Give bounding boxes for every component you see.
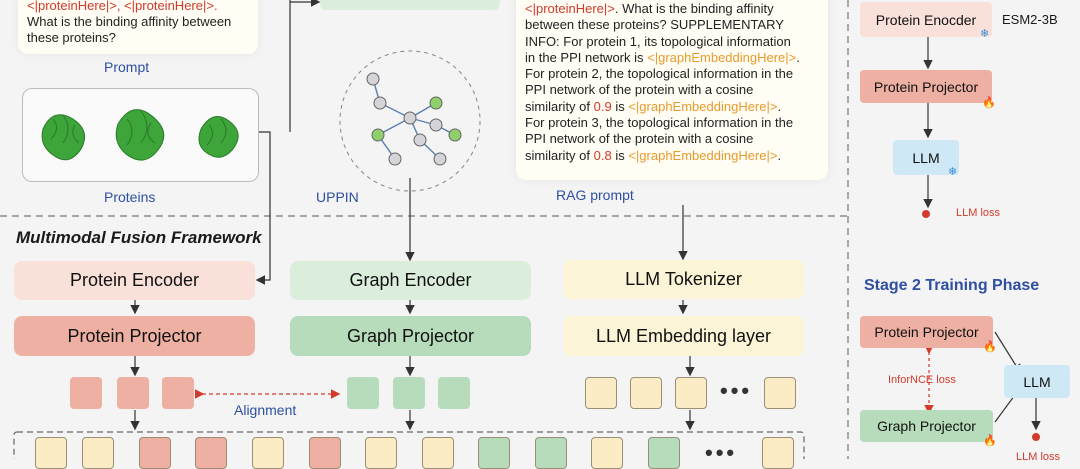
rag-protein-token: <|proteinHere|> xyxy=(525,1,615,16)
fused-token xyxy=(139,437,171,469)
text-token xyxy=(675,377,707,409)
protein-encoder-box: Protein Encoder xyxy=(14,261,255,300)
fused-token xyxy=(478,437,510,469)
rag-line-7-mid: is xyxy=(611,98,629,114)
rag-similarity-1: 0.9 xyxy=(593,98,612,114)
rag-line-8: For protein 3, the topological informati… xyxy=(525,115,794,131)
stage1-esm-label: ESM2-3B xyxy=(1002,12,1058,27)
stage1-llm: LLM xyxy=(893,140,959,175)
rag-caption: RAG prompt xyxy=(556,187,634,203)
rag-line-4: in the PPI network is xyxy=(525,49,648,65)
proteins-panel xyxy=(22,88,259,182)
fire-icon: 🔥 xyxy=(982,97,996,109)
rag-line-10-end: . xyxy=(777,147,782,163)
graph-token xyxy=(347,377,379,409)
fusion-title: Multimodal Fusion Framework xyxy=(16,228,262,247)
protein-token xyxy=(70,377,102,409)
prompt-line-2: these proteins? xyxy=(27,30,116,45)
fused-token xyxy=(195,437,227,469)
graph-encoder-box: Graph Encoder xyxy=(290,261,531,300)
stage1-protein-encoder: Protein Enocder xyxy=(860,2,992,37)
stage2-protein-projector: Protein Projector xyxy=(860,316,993,348)
rag-graph-token-2: <|graphEmbeddingHere|> xyxy=(628,98,778,114)
text-token xyxy=(585,377,617,409)
protein-token xyxy=(162,377,194,409)
protein-structure-icons xyxy=(41,109,239,161)
llm-tokenizer-box: LLM Tokenizer xyxy=(563,260,804,299)
infornce-label: InforNCE loss xyxy=(888,374,956,386)
prompt-protein-tokens: <|proteinHere|>, <|proteinHere|>. xyxy=(27,0,218,13)
fused-token xyxy=(82,437,114,469)
fused-token xyxy=(365,437,397,469)
rag-line-2: between these proteins? SUPPLEMENTARY xyxy=(525,17,784,33)
graph-token xyxy=(438,377,470,409)
rag-line-9: PPI network of the protein with a cosine xyxy=(525,131,754,147)
rag-graph-token-1: <|graphEmbeddingHere|> xyxy=(647,49,797,65)
fire-icon: 🔥 xyxy=(983,341,997,353)
ellipsis: ••• xyxy=(720,378,753,403)
rag-prompt-card: <|proteinHere|>. What is the binding aff… xyxy=(516,0,828,180)
graph-box-top xyxy=(320,0,500,10)
graph-token xyxy=(393,377,425,409)
stage2-llm: LLM xyxy=(1004,365,1070,398)
stage2-loss-label: LLM loss xyxy=(1016,451,1061,463)
prompt-card: <|proteinHere|>, <|proteinHere|>. What i… xyxy=(18,0,258,54)
proteins-caption: Proteins xyxy=(104,189,156,205)
fire-icon: 🔥 xyxy=(983,435,997,447)
bottom-ellipsis: ••• xyxy=(705,440,738,465)
rag-graph-token-3: <|graphEmbeddingHere|> xyxy=(628,147,778,163)
snowflake-icon: ❄ xyxy=(980,28,990,40)
rag-line-7: similarity of xyxy=(525,98,594,114)
fused-token xyxy=(309,437,341,469)
stage1-loss-label: LLM loss xyxy=(956,207,1001,219)
snowflake-icon: ❄ xyxy=(948,166,958,178)
rag-line-10: similarity of xyxy=(525,147,594,163)
prompt-caption: Prompt xyxy=(104,59,150,75)
rag-similarity-2: 0.8 xyxy=(593,147,612,163)
protein-projector-box: Protein Projector xyxy=(14,316,255,356)
stage2-title: Stage 2 Training Phase xyxy=(864,277,1040,294)
fused-token xyxy=(252,437,284,469)
rag-line-5: For protein 2, the topological informati… xyxy=(525,66,794,82)
fused-token xyxy=(422,437,454,469)
fused-token xyxy=(648,437,680,469)
uppin-caption: UPPIN xyxy=(316,189,359,205)
rag-line-6: PPI network of the protein with a cosine xyxy=(525,82,754,98)
fused-token xyxy=(762,437,794,469)
rag-line-7-end: . xyxy=(777,98,782,114)
graph-projector-box: Graph Projector xyxy=(290,316,531,356)
text-token xyxy=(630,377,662,409)
prompt-line-1: What is the binding affinity between xyxy=(27,14,232,29)
rag-line-1: . What is the binding affinity xyxy=(614,1,774,16)
connector-lines xyxy=(0,0,1041,459)
text-token xyxy=(764,377,796,409)
protein-token xyxy=(117,377,149,409)
llm-embedding-box: LLM Embedding layer xyxy=(563,316,804,356)
stage2-graph-projector: Graph Projector xyxy=(860,410,993,442)
stage1-protein-projector: Protein Projector xyxy=(860,70,992,103)
rag-line-3: INFO: For protein 1, its topological inf… xyxy=(525,33,791,49)
fused-token xyxy=(535,437,567,469)
fused-token xyxy=(591,437,623,469)
alignment-label: Alignment xyxy=(234,402,297,418)
rag-line-4-end: . xyxy=(796,49,800,65)
fused-token xyxy=(35,437,67,469)
rag-line-10-mid: is xyxy=(611,147,629,163)
